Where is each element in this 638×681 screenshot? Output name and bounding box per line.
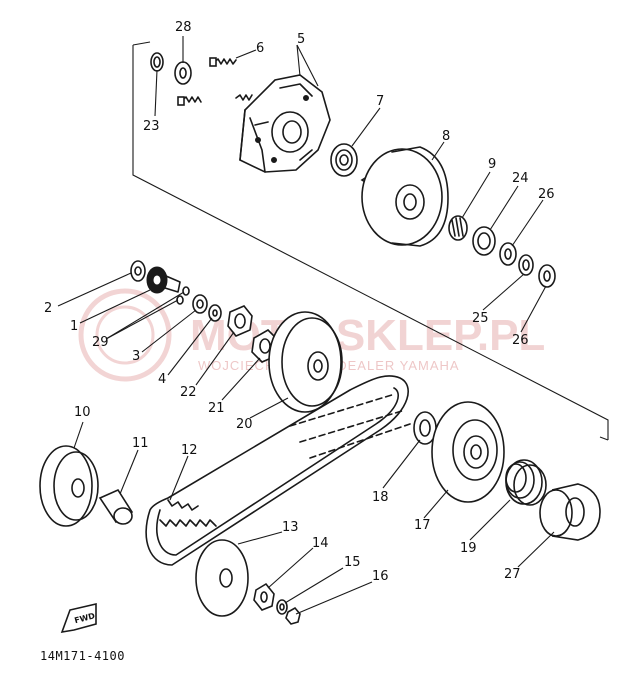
callout-1: 1 [70,319,78,334]
part-23-circlip [150,52,164,72]
part-20-drive-face [268,311,343,413]
part-1-gear [146,266,181,294]
part-19-spring [505,459,547,506]
part-10-pulley [39,445,99,527]
callout-2: 2 [44,301,52,316]
part-7-bearing [330,143,358,177]
leader-lines [57,36,555,615]
part-2-washer [130,260,146,282]
callout-22: 22 [180,385,197,400]
part-26-washer-a [499,242,517,266]
callout-13: 13 [282,520,299,535]
part-17-sliding-sheave [431,401,505,503]
callout-26b: 26 [512,333,529,348]
part-24-oil-seal [472,226,496,256]
callout-26a: 26 [538,187,555,202]
callout-15: 15 [344,555,361,570]
callout-29: 29 [92,335,109,350]
part-16-nut [285,606,301,625]
callout-3: 3 [132,349,140,364]
callout-24: 24 [512,171,529,186]
part-9-needle-bearing [448,215,468,241]
part-15-washer [276,599,288,615]
part-6-springs [177,57,253,106]
fwd-arrow-icon: FWD [60,602,97,634]
callout-18: 18 [372,490,389,505]
part-22-spacer [227,305,253,337]
callout-8: 8 [442,129,450,144]
part-18-seal [413,411,437,445]
part-27-cup [539,483,601,541]
callout-25: 25 [472,311,489,326]
callout-9: 9 [488,157,496,172]
part-14-nut [253,582,275,611]
callout-20: 20 [236,417,253,432]
drawing-code: 14M171-4100 [40,649,125,663]
watermark-logo-icon [78,288,172,382]
part-3-bearing [192,294,208,314]
part-11-collar [98,488,134,525]
part-5-clutch-carrier [239,74,331,173]
callout-28: 28 [175,20,192,35]
callout-11: 11 [132,436,149,451]
callout-19: 19 [460,541,477,556]
callout-14: 14 [312,536,329,551]
callout-7: 7 [376,94,384,109]
part-13-secondary-sheave [195,539,249,617]
part-26-washer-b [538,264,556,288]
callout-labels: 28 6 5 23 7 8 9 24 26 25 26 2 1 29 3 4 2… [44,20,555,584]
part-4-washer [208,304,222,322]
callout-4: 4 [158,372,166,387]
callout-12: 12 [181,443,198,458]
callout-17: 17 [414,518,431,533]
part-29-pins [176,286,190,305]
callout-21: 21 [208,401,225,416]
callout-23: 23 [143,119,160,134]
part-8-clutch-housing [360,146,449,247]
callout-5: 5 [297,32,305,47]
callout-27: 27 [504,567,521,582]
callout-6: 6 [256,41,264,56]
part-12-v-belt [145,375,411,566]
part-28-washer [174,61,192,85]
assembly-boundary [132,41,609,441]
callout-10: 10 [74,405,91,420]
callout-16: 16 [372,569,389,584]
part-25-collar [518,254,534,276]
